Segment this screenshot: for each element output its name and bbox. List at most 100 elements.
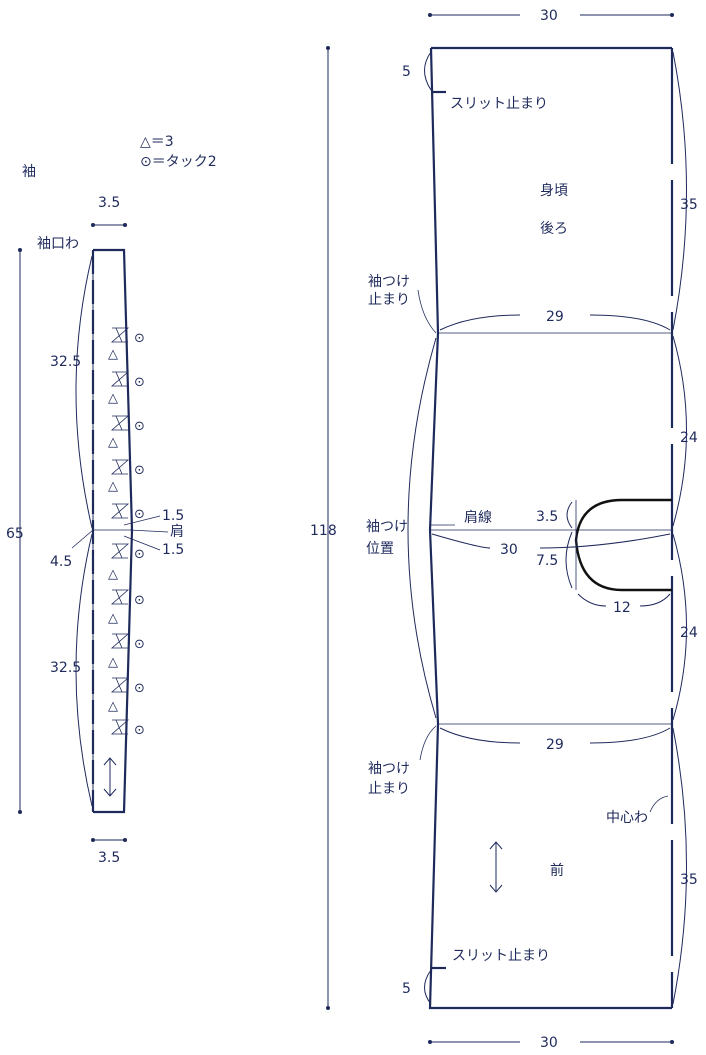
- sleeve-top-width-label: 3.5: [98, 195, 120, 211]
- mid-offset-leader: [71, 529, 94, 549]
- tuck-mark: ⊙ △: [108, 371, 145, 406]
- dim-dot: [326, 1006, 330, 1010]
- svg-text:△: △: [108, 699, 118, 714]
- svg-text:⊙: ⊙: [134, 331, 145, 346]
- neck-depth-front-label: 7.5: [536, 553, 558, 569]
- front-width-label: 29: [546, 737, 564, 753]
- body-total-label: 118: [310, 523, 337, 539]
- shoulder-label: 肩: [170, 524, 184, 540]
- dim-dot: [670, 1040, 674, 1044]
- neck-depth-back-arc: [566, 501, 573, 529]
- svg-text:⊙: ⊙: [134, 375, 145, 390]
- sleeve-pattern: 袖 △＝3 ⊙＝タック2 3.5 袖口わ 65 32.5 32.5 4.5 1.…: [6, 134, 217, 866]
- svg-text:△: △: [108, 391, 118, 406]
- mid-offset-label: 4.5: [50, 554, 72, 570]
- sleeve-title: 袖: [22, 164, 36, 180]
- slit-top-label: スリット止まり: [450, 96, 548, 112]
- back-label-2: 後ろ: [540, 221, 568, 237]
- dim-dot: [428, 13, 432, 17]
- legend-triangle: △＝3: [140, 134, 174, 150]
- front-side-arc: [672, 727, 687, 1005]
- dim-dot: [428, 1040, 432, 1044]
- sleeve-pos-2: 位置: [366, 541, 394, 557]
- back-side-arc: [672, 51, 687, 331]
- dim-dot: [326, 46, 330, 50]
- shoulder-top-label: 1.5: [162, 508, 184, 524]
- shoulder-width-arc: [431, 533, 671, 549]
- svg-text:△: △: [108, 655, 118, 670]
- cuff-fold-label: 袖口わ: [37, 236, 79, 252]
- dim-dot: [123, 838, 127, 842]
- sleeve-pos-1: 袖つけ: [366, 519, 408, 535]
- slit-bottom-arc: [424, 969, 432, 1005]
- lower-half-label: 24: [680, 625, 698, 641]
- tuck-mark: ⊙ △: [108, 415, 145, 450]
- sleeve-stop-bottom-2: 止まり: [368, 781, 410, 797]
- dim-dot: [670, 13, 674, 17]
- sleeve-stop-top-2: 止まり: [368, 292, 410, 308]
- neck-depth-back-label: 3.5: [536, 509, 558, 525]
- tuck-mark: ⊙ △: [108, 677, 145, 714]
- body-outline: [428, 46, 672, 1010]
- svg-text:△: △: [108, 435, 118, 450]
- body-top-width-label: 30: [540, 8, 558, 24]
- svg-text:△: △: [108, 347, 118, 362]
- neckline-curve: [574, 498, 672, 592]
- dim-dot: [91, 838, 95, 842]
- upper-half-arc: [672, 335, 687, 527]
- upper-length-arc: [75, 255, 93, 529]
- front-label: 前: [550, 862, 564, 879]
- shoulder-line-label: 肩線: [464, 510, 492, 526]
- svg-text:⊙: ⊙: [134, 507, 145, 522]
- back-width-arc: [439, 314, 671, 331]
- tuck-mark: ⊙ △: [108, 459, 145, 494]
- lower-length-arc: [75, 533, 93, 807]
- tuck-marks: ⊙ △ ⊙ △ ⊙ △ ⊙ △ ⊙: [108, 327, 145, 738]
- neck-width-label: 12: [613, 600, 631, 616]
- tuck-mark: ⊙ △: [108, 327, 145, 362]
- back-label-1: 身頃: [540, 183, 568, 199]
- center-fold-label: 中心わ: [606, 810, 648, 826]
- sleeve-stop-top-1: 袖つけ: [368, 274, 410, 290]
- center-fold-leader: [649, 795, 669, 813]
- slit-top-length-label: 5: [402, 64, 411, 80]
- svg-text:⊙: ⊙: [134, 593, 145, 608]
- dim-dot: [18, 248, 22, 252]
- svg-text:⊙: ⊙: [134, 723, 145, 738]
- dim-dot: [91, 223, 95, 227]
- svg-text:⊙: ⊙: [134, 681, 145, 696]
- svg-text:⊙: ⊙: [134, 637, 145, 652]
- slit-bottom-label: スリット止まり: [452, 948, 550, 964]
- slit-bottom-length-label: 5: [402, 981, 411, 997]
- sleeve-total-label: 65: [6, 526, 24, 542]
- sleeve-stop-top-leader: [417, 289, 437, 334]
- svg-text:⊙: ⊙: [134, 547, 145, 562]
- svg-text:⊙: ⊙: [134, 463, 145, 478]
- lower-length-label: 32.5: [50, 660, 81, 676]
- tuck-mark: ⊙ △: [108, 589, 145, 626]
- sleeve-stop-bottom-leader: [419, 725, 437, 761]
- front-side-length: 35: [680, 872, 698, 888]
- back-side-length: 35: [680, 197, 698, 213]
- sleeve-grain-arrowheads: [103, 757, 117, 797]
- sleeve-stop-bottom-1: 袖つけ: [368, 761, 410, 777]
- tuck-mark: ⊙ △: [108, 543, 145, 582]
- svg-text:⊙: ⊙: [134, 419, 145, 434]
- sleeve-bottom-width-label: 3.5: [98, 850, 120, 866]
- upper-length-label: 32.5: [50, 354, 81, 370]
- tuck-mark: ⊙: [110, 503, 145, 522]
- neck-depth-front-arc: [565, 531, 573, 589]
- front-width-arc: [439, 727, 671, 744]
- shoulder-width-label: 30: [500, 542, 518, 558]
- lower-half-arc: [672, 533, 687, 721]
- dim-dot: [18, 810, 22, 814]
- svg-text:△: △: [108, 479, 118, 494]
- shoulder-leaders: [123, 515, 169, 551]
- svg-text:△: △: [108, 567, 118, 582]
- tuck-mark: ⊙: [110, 719, 145, 738]
- shoulder-bottom-label: 1.5: [162, 542, 184, 558]
- neck-width-arc: [577, 593, 671, 607]
- slit-top-arc: [424, 51, 432, 91]
- dim-dot: [123, 223, 127, 227]
